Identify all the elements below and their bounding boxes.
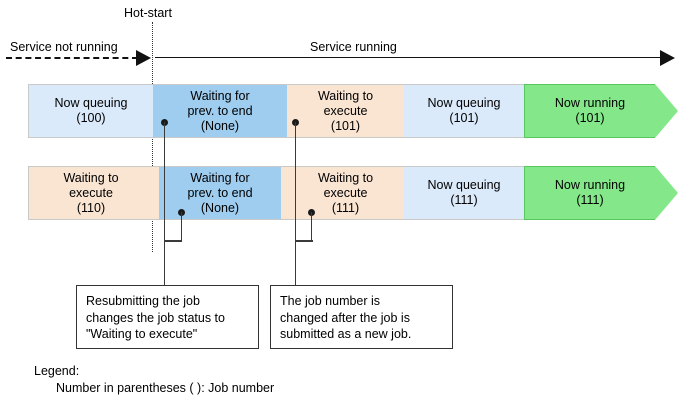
row1-segment-now-queuing-101: Now queuing (101): [404, 85, 524, 137]
connector2-branch-vertical: [310, 212, 313, 241]
row1-arrow-tip: [655, 84, 678, 138]
callout1-line3: "Waiting to execute": [86, 327, 198, 341]
timeline-solid-arrowhead: [660, 50, 675, 66]
row2-segment-waiting-prev-none: Waiting for prev. to end (None): [159, 167, 281, 219]
service-not-running-label: Service not running: [10, 40, 118, 54]
row1-segment-now-queuing-100: Now queuing (100): [29, 85, 153, 137]
row1-seg2-status-1: Waiting for: [190, 88, 250, 103]
row2-segment-now-queuing-111: Now queuing (111): [404, 167, 524, 219]
connector2-branch-horizontal: [294, 240, 313, 242]
status-bar-row-2: Waiting to execute (110) Waiting for pre…: [28, 166, 678, 220]
row1-seg3-job: (101): [330, 118, 361, 133]
legend-title: Legend:: [34, 364, 80, 378]
callout-resubmit-note: Resubmitting the job changes the job sta…: [76, 285, 259, 349]
row1-segment-waiting-prev-none: Waiting for prev. to end (None): [153, 85, 287, 137]
row1-seg4-status: Now queuing: [427, 96, 501, 110]
callout1-line2: changes the job status to: [86, 310, 225, 325]
timeline-dashed-segment: [6, 57, 138, 59]
connector2-main-vertical: [294, 122, 297, 285]
callout2-line2: changed after the job is: [280, 310, 410, 325]
timeline-dashed-arrowhead: [136, 50, 151, 66]
row2-seg1-status-2: execute: [69, 185, 113, 200]
callout2-line1: The job number is: [280, 294, 381, 308]
row2-seg2-job: (None): [200, 200, 240, 215]
row1-segment-waiting-execute-101: Waiting to execute (101): [287, 85, 404, 137]
row2-segment-waiting-execute-111: Waiting to execute (111): [287, 167, 404, 219]
row2-seg4-job: (111): [450, 193, 478, 207]
row1-segment-now-running-101: Now running (101): [524, 84, 655, 138]
row2-seg5-status: Now running: [554, 178, 626, 192]
row2-seg2-status-1: Waiting for: [190, 170, 250, 185]
connector1-main-vertical: [163, 122, 166, 285]
row1-seg3-status-1: Waiting to: [317, 88, 374, 103]
row2-seg5-job: (111): [576, 193, 604, 207]
service-running-label: Service running: [310, 40, 397, 54]
row1-seg2-job: (None): [200, 118, 240, 133]
row2-seg4-status: Now queuing: [427, 178, 501, 192]
row1-seg5-status: Now running: [554, 96, 626, 110]
connector1-branch-vertical: [180, 212, 183, 241]
timeline-solid-segment: [155, 57, 660, 58]
row2-segment-now-running-111: Now running (111): [524, 166, 655, 220]
legend-block: Legend: Number in parentheses ( ): Job n…: [34, 363, 274, 397]
row1-seg4-job: (101): [449, 111, 479, 125]
callout2-line3: submitted as a new job.: [280, 327, 412, 341]
row1-seg3-status-2: execute: [323, 103, 368, 118]
row2-seg3-status-1: Waiting to: [317, 170, 374, 185]
legend-entry-job-number: Number in parentheses ( ): Job number: [56, 381, 275, 395]
row2-arrow-tip: [655, 166, 678, 220]
row2-seg3-status-2: execute: [323, 185, 368, 200]
row2-seg2-status-2: prev. to end: [187, 185, 253, 200]
callout1-line1: Resubmitting the job: [86, 294, 200, 308]
row2-seg1-job: (110): [76, 200, 106, 215]
row1-seg2-status-2: prev. to end: [187, 103, 253, 118]
status-bar-row-1: Now queuing (100) Waiting for prev. to e…: [28, 84, 678, 138]
row1-seg1-job: (100): [76, 111, 106, 125]
row2-seg3-job: (111): [331, 200, 360, 215]
callout-job-number-note: The job number is changed after the job …: [270, 285, 453, 349]
row2-seg1-status-1: Waiting to: [63, 170, 119, 185]
hot-start-label: Hot-start: [124, 6, 172, 20]
row1-seg1-status: Now queuing: [54, 96, 128, 110]
row2-segment-waiting-execute-110: Waiting to execute (110): [29, 167, 153, 219]
connector1-branch-horizontal: [163, 240, 182, 242]
row1-seg5-job: (101): [575, 111, 605, 125]
